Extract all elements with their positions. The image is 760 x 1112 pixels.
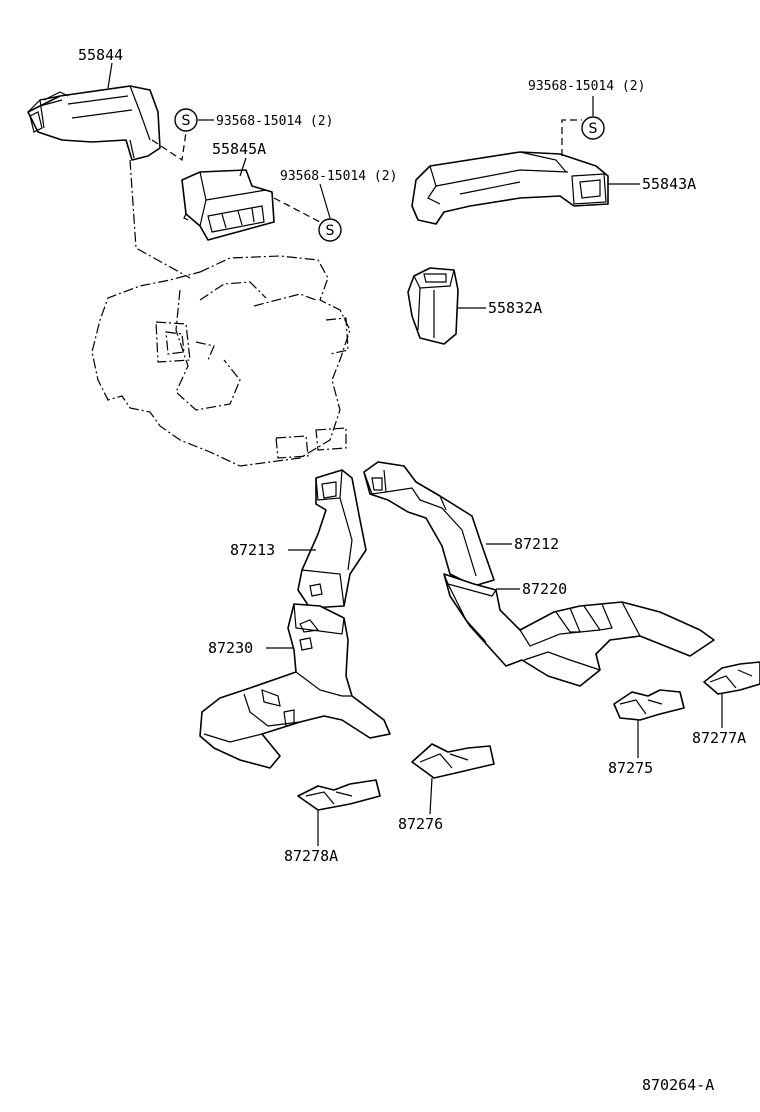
label-55844: 55844 bbox=[78, 46, 123, 64]
label-87213: 87213 bbox=[230, 541, 275, 559]
leader-87276 bbox=[429, 777, 433, 815]
dashed-link-55845a-screw bbox=[273, 197, 321, 223]
part-55844-duct bbox=[27, 85, 161, 161]
label-87230: 87230 bbox=[208, 639, 253, 657]
label-87220: 87220 bbox=[522, 580, 567, 598]
part-87275-clip bbox=[613, 689, 685, 721]
part-87212-duct bbox=[363, 461, 495, 587]
screw-symbol-b: S bbox=[318, 218, 342, 242]
part-87230-duct bbox=[199, 603, 391, 769]
part-55845a-register bbox=[181, 169, 275, 241]
part-55832a bbox=[407, 267, 459, 345]
part-87277a-clip bbox=[703, 661, 760, 695]
svg-text:S: S bbox=[182, 113, 191, 129]
part-55843a-duct bbox=[411, 151, 609, 225]
heater-unit-phantom bbox=[91, 255, 351, 467]
part-87278a-clip bbox=[297, 779, 381, 811]
label-87276: 87276 bbox=[398, 815, 443, 833]
leader-55845a bbox=[239, 157, 247, 177]
dashdot-link-55844-unit bbox=[129, 159, 191, 279]
screw-symbol-c: S bbox=[581, 116, 605, 140]
part-87220-duct bbox=[443, 573, 715, 687]
dashed-link-55843a-screw bbox=[561, 119, 582, 156]
label-55845a: 55845A bbox=[212, 140, 266, 158]
part-87276-clip bbox=[411, 743, 495, 779]
label-87212: 87212 bbox=[514, 535, 559, 553]
svg-text:S: S bbox=[589, 121, 598, 137]
leader-55844 bbox=[107, 62, 113, 89]
label-screw-c: 93568-15014 (2) bbox=[528, 79, 645, 94]
svg-text:S: S bbox=[326, 223, 335, 239]
leader-screw-b bbox=[319, 183, 331, 219]
label-55832a: 55832A bbox=[488, 299, 542, 317]
dashed-link-55844-screw bbox=[151, 131, 187, 162]
label-55843a: 55843A bbox=[642, 175, 696, 193]
part-87213-duct bbox=[297, 469, 367, 609]
label-screw-b: 93568-15014 (2) bbox=[280, 169, 397, 184]
label-87275: 87275 bbox=[608, 759, 653, 777]
label-87278a: 87278A bbox=[284, 847, 338, 865]
label-87277a: 87277A bbox=[692, 729, 746, 747]
screw-symbol-a: S bbox=[174, 108, 198, 132]
drawing-number: 870264-A bbox=[642, 1076, 714, 1094]
label-screw-a: 93568-15014 (2) bbox=[216, 114, 333, 129]
